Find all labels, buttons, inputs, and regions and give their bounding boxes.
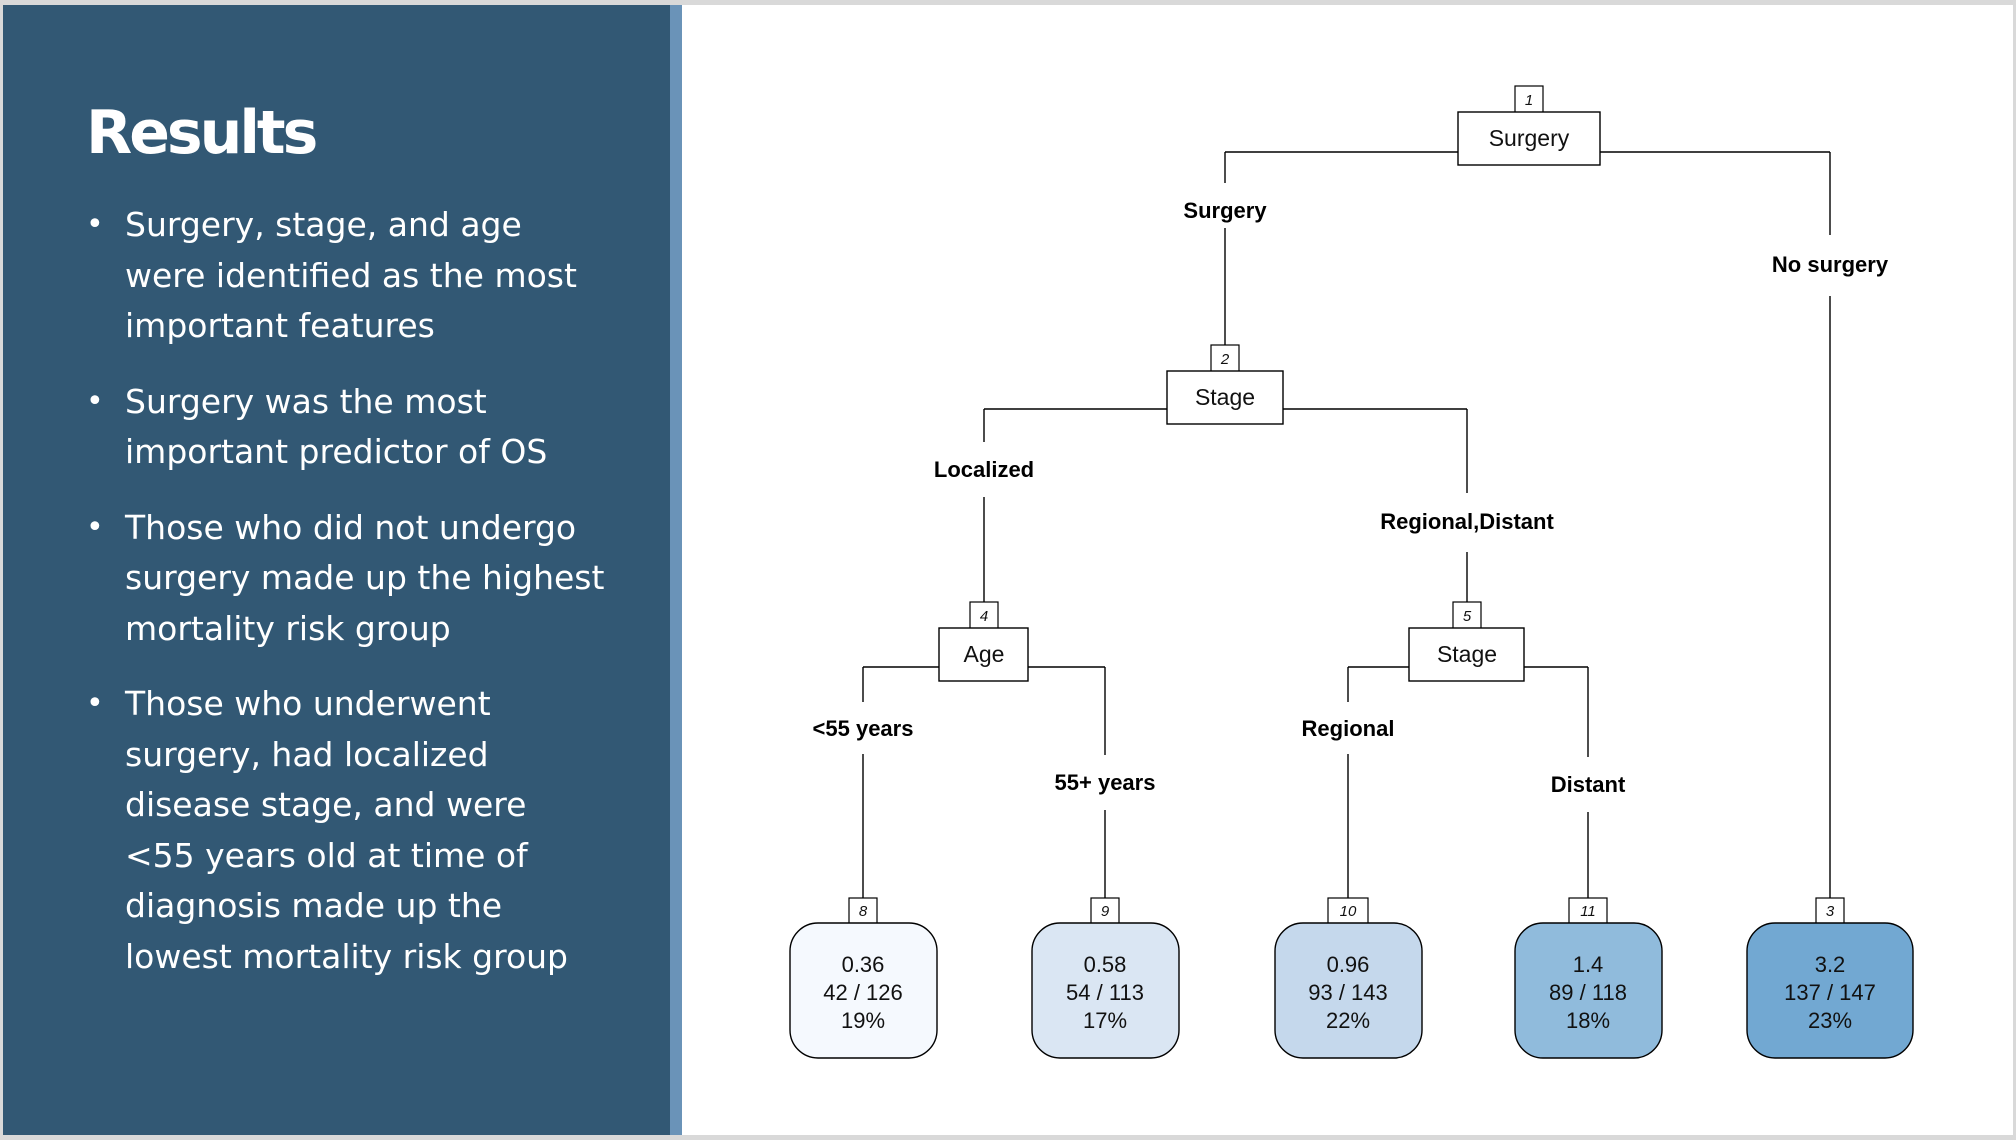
leaf-box: [789, 922, 938, 1059]
bullet-item: Surgery, stage, and age were identified …: [86, 200, 606, 352]
node-label: Age: [964, 641, 1005, 667]
leaf-number: 10: [1340, 903, 1357, 920]
bullet-list: Surgery, stage, and age were identified …: [86, 200, 606, 1007]
leaf-value: 0.36: [842, 952, 885, 977]
leaf-value: 0.58: [1084, 952, 1127, 977]
tree-leaf-8: 8 0.36 42 / 126 19%: [789, 897, 938, 1059]
leaf-number: 3: [1826, 903, 1835, 920]
bullet-item: Surgery was the most important predictor…: [86, 377, 606, 478]
node-number: 5: [1463, 608, 1472, 625]
leaf-count: 89 / 118: [1549, 980, 1627, 1005]
tree-node-2: 2 Stage: [1166, 344, 1284, 425]
node-number: 4: [980, 608, 988, 625]
leaf-value: 1.4: [1573, 952, 1604, 977]
slide: Results Surgery, stage, and age were ide…: [3, 5, 2013, 1135]
node-number: 2: [1220, 351, 1230, 368]
edge-label: Distant: [1551, 772, 1626, 797]
leaf-percent: 18%: [1566, 1008, 1610, 1033]
node-label: Surgery: [1489, 125, 1570, 151]
tree-leaf-9: 9 0.58 54 / 113 17%: [1031, 897, 1180, 1059]
edge-label: <55 years: [813, 716, 914, 741]
leaf-number: 8: [859, 903, 868, 920]
tree-leaf-10: 10 0.96 93 / 143 22%: [1274, 897, 1423, 1059]
tree-node-5: 5 Stage: [1408, 601, 1525, 682]
tree-connectors: [862, 151, 1831, 898]
leaf-box: [1514, 922, 1663, 1059]
leaf-percent: 19%: [841, 1008, 885, 1033]
leaf-value: 0.96: [1327, 952, 1370, 977]
leaf-percent: 17%: [1083, 1008, 1127, 1033]
decision-tree: 1 Surgery 2 Stage 4 Age 5 Stage Surgery …: [789, 85, 1914, 1059]
edge-label: No surgery: [1772, 252, 1889, 277]
edge-label: Regional,Distant: [1380, 509, 1554, 534]
leaf-count: 42 / 126: [823, 980, 903, 1005]
leaf-box: [1746, 922, 1914, 1059]
leaf-percent: 22%: [1326, 1008, 1370, 1033]
leaf-percent: 23%: [1808, 1008, 1852, 1033]
leaf-box: [1274, 922, 1423, 1059]
edge-label: Surgery: [1183, 198, 1267, 223]
edge-label: 55+ years: [1055, 770, 1156, 795]
edge-label: Localized: [934, 457, 1034, 482]
leaf-box: [1031, 922, 1180, 1059]
tree-leaf-11: 11 1.4 89 / 118 18%: [1514, 897, 1663, 1059]
tree-leaf-3: 3 3.2 137 / 147 23%: [1746, 897, 1914, 1059]
leaf-number: 11: [1580, 903, 1596, 920]
slide-title: Results: [86, 98, 318, 168]
tree-node-1: 1 Surgery: [1457, 85, 1601, 166]
edge-label: Regional: [1302, 716, 1395, 741]
leaf-count: 93 / 143: [1308, 980, 1388, 1005]
leaf-number: 9: [1101, 903, 1110, 920]
node-label: Stage: [1195, 384, 1255, 410]
leaf-count: 137 / 147: [1784, 980, 1876, 1005]
bullet-item: Those who underwent surgery, had localiz…: [86, 679, 606, 982]
left-panel: Results Surgery, stage, and age were ide…: [3, 5, 670, 1135]
node-number: 1: [1525, 92, 1533, 109]
tree-node-4: 4 Age: [938, 601, 1029, 682]
leaf-value: 3.2: [1815, 952, 1846, 977]
accent-bar: [670, 5, 682, 1135]
node-label: Stage: [1437, 641, 1497, 667]
bullet-item: Those who did not undergo surgery made u…: [86, 503, 606, 655]
leaf-count: 54 / 113: [1066, 980, 1144, 1005]
